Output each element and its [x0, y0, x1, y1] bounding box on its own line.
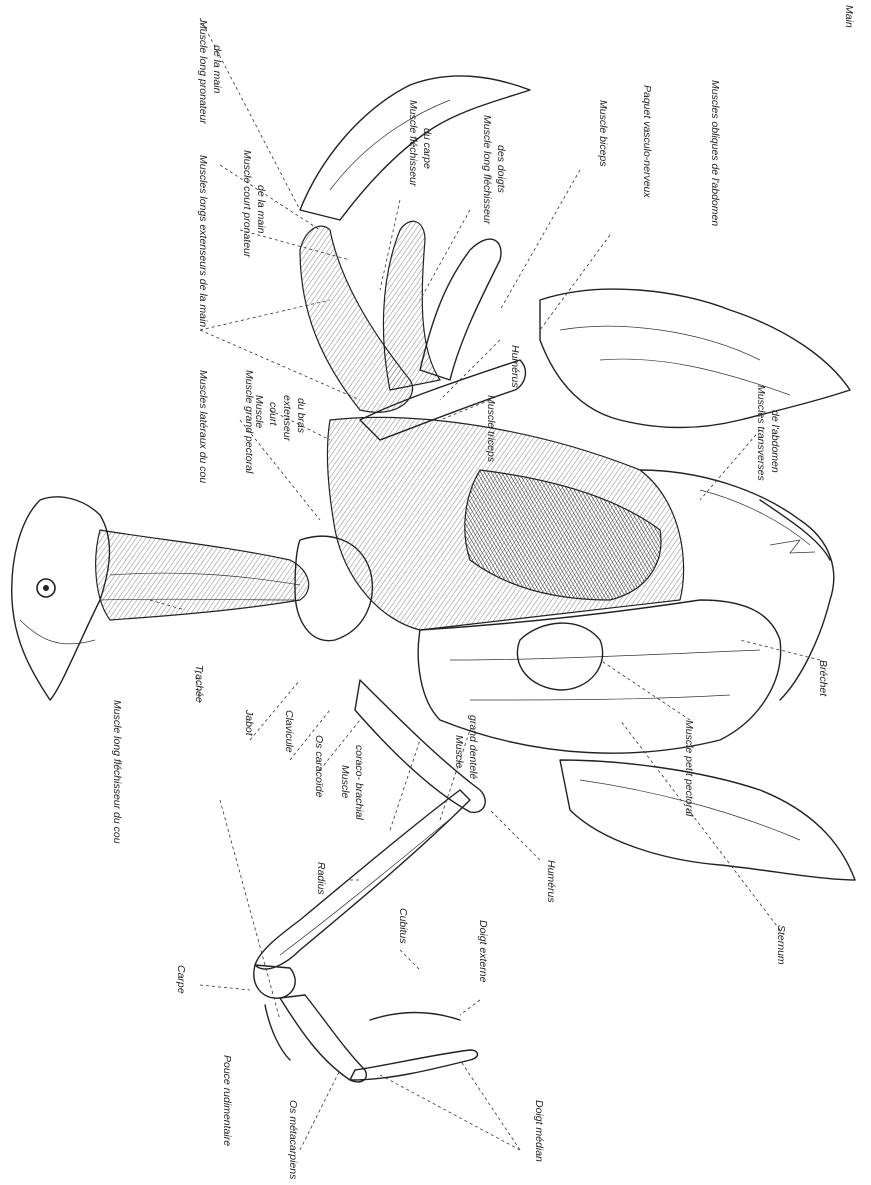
label-muscle-grand-dentele-1: Muscle [453, 735, 465, 768]
label-muscle-triceps: Muscle triceps [485, 395, 497, 463]
label-jabot: Jabot [243, 709, 255, 737]
label-trachee: Trachée [193, 665, 205, 703]
label-paquet-vasculo: Paquet vasculo-nerveux [641, 85, 653, 198]
label-muscle-court-extenseur-4: du bras [295, 398, 307, 434]
lower-leg [560, 760, 855, 880]
upper-leg [540, 289, 850, 427]
label-doigt-median: Doigt médian [533, 1100, 545, 1162]
label-os-metacarpiens: Os métacarpiens [287, 1100, 299, 1180]
label-humerus-top: Humérus [509, 345, 521, 388]
label-muscle-court-extenseur-2: court [267, 402, 279, 426]
label-muscles-transverses: Muscles transverses [755, 385, 767, 481]
label-muscle-long-flechisseur-cou: Muscle long fléchisseur du cou [111, 700, 123, 844]
digit-median [350, 1050, 478, 1080]
label-muscle-court-extenseur-1: Muscle [253, 395, 265, 428]
label-muscle-biceps: Muscle biceps [597, 100, 609, 167]
label-carpe: Carpe [175, 965, 187, 994]
digit-external [370, 1013, 460, 1021]
forearm-bone [420, 239, 501, 380]
metacarpals [280, 995, 366, 1082]
label-de-la-main-1: de la main [211, 45, 223, 94]
label-muscles-lateraux: Muscles latéraux du cou [197, 370, 209, 483]
label-muscle-court-extenseur-3: extenseur [281, 395, 293, 442]
label-muscle-long-flechisseur: Muscle long fléchisseur [481, 115, 493, 225]
label-du-carpe: du carpe [421, 128, 433, 169]
bird-drawing [12, 76, 855, 1082]
forearm-muscles [383, 221, 440, 390]
label-main: Main [843, 5, 855, 28]
head-shape [12, 497, 110, 700]
label-cubitus: Cubitus [397, 908, 409, 944]
label-muscles-longs-extenseurs: Muscles longs extenseurs de la main [197, 155, 209, 327]
label-brechet: Bréchet [817, 660, 829, 697]
label-muscle-court-pronateur: Muscle court pronateur [241, 150, 253, 258]
label-muscle-petit-pectoral: Muscle petit pectoral [683, 720, 695, 817]
label-de-la-main-2: de la main [255, 185, 267, 234]
label-muscle-grand-dentele-2: grand dentelé [467, 715, 479, 779]
tail-feathers [760, 500, 830, 560]
label-muscle-long-pronateur: Muscle long pronateur [197, 20, 209, 124]
label-clavicule: Clavicule [283, 710, 295, 753]
label-pouce-rudimentaire: Pouce rudimentaire [221, 1055, 233, 1146]
label-muscle-flechisseur: Muscle fléchisseur [407, 100, 419, 187]
carpal-bones [254, 965, 295, 998]
label-os-caracoide: Os caracoïde [313, 735, 325, 798]
neck-shape [96, 530, 309, 620]
label-muscle-coraco-1: Muscle [339, 765, 351, 798]
label-sternum: Sternum [775, 925, 787, 965]
label-radius: Radius [315, 862, 327, 895]
thumb [265, 1005, 290, 1060]
label-muscle-coraco-2: coraco- brachial [353, 745, 365, 820]
label-muscles-obliques: Muscles obliques de l'abdomen [709, 80, 721, 226]
label-humerus-bottom: Humérus [545, 860, 557, 903]
label-de-abdomen: de l'abdomen [769, 410, 781, 473]
label-doigt-externe: Doigt externe [477, 920, 489, 983]
label-des-doigts: des doigts [495, 145, 507, 194]
